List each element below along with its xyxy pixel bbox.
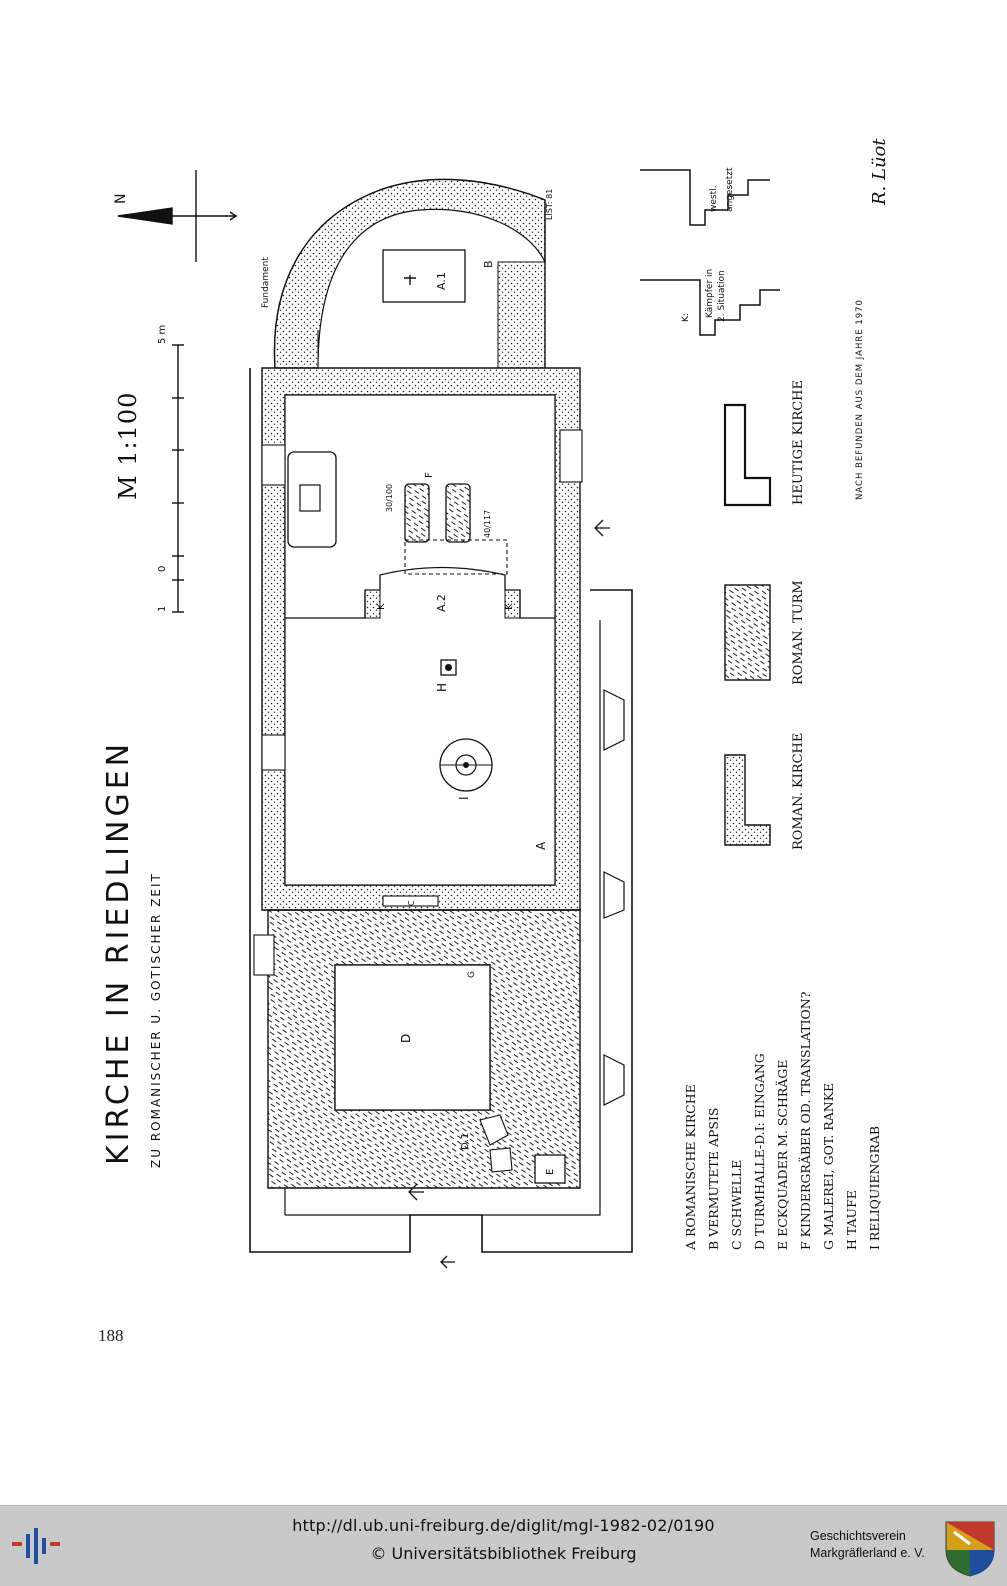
society-name: Geschichtsverein Markgräflerland e. V. [810,1528,930,1562]
profile-kampfer-1: Kämpfer in [705,269,715,318]
label-f-left: 30/100 [385,484,394,512]
legend-roman-tower-swatch [724,584,771,681]
label-a2: A.2 [435,594,448,612]
scale-start-label: 0 [157,566,168,572]
legend-present-church-swatch [723,403,772,507]
society-line-2: Markgräflerland e. V. [810,1546,925,1560]
source-note: NACH BEFUNDEN AUS DEM JAHRE 1970 [855,299,865,500]
label-d: D [399,1034,413,1043]
profile-westl-1: westl. [709,186,719,212]
viewer-footer: http://dl.ub.uni-freiburg.de/diglit/mgl-… [0,1505,1007,1586]
label-k2: K [504,603,515,610]
label-a1: A.1 [435,272,448,290]
legend-item-e: E ECKQUADER M. SCHRÄGE [774,1060,790,1250]
legend-key-present-church: HEUTIGE KIRCHE [791,380,806,505]
chancel-slab [287,451,337,548]
ub-freiburg-logo-icon [12,1528,60,1564]
profile-k-label: K: [681,313,691,322]
coat-of-arms-icon [945,1521,995,1577]
label-h: H [435,683,449,692]
label-d1: D.1 [460,1133,471,1150]
legend-key-roman-tower: ROMAN. TURM [791,580,806,685]
scale-label: M 1:100 [114,392,142,500]
profile-diagrams [640,169,780,336]
society-line-1: Geschichtsverein [810,1529,906,1543]
label-e: E [545,1169,556,1175]
scale-bar [172,344,184,613]
label-b: B [482,260,495,268]
label-f-right: 40/117 [483,510,492,538]
copyright-notice: © Universitätsbibliothek Freiburg [370,1544,637,1563]
reliquary-grave-i [439,738,493,792]
label-g: G [467,971,477,978]
scale-left-label: 1 [157,606,168,612]
legend-item-b: B VERMUTETE APSIS [706,1108,721,1250]
legend-item-i: I RELIQUIENGRAB [867,1126,882,1250]
document-url[interactable]: http://dl.ub.uni-freiburg.de/diglit/mgl-… [292,1516,715,1535]
fundament-label: Fundament [261,257,271,308]
legend-item-h: H TAUFE [844,1190,859,1250]
entrance-d1-stones [479,1114,513,1173]
corner-block-e [534,1154,566,1184]
church-floor-plan: KIRCHE IN RIEDLINGEN ZU ROMANISCHER U. G… [101,138,890,1269]
plan-subtitle: ZU ROMANISCHER U. GOTISCHER ZEIT [149,872,163,1168]
apse-wall [273,178,546,369]
legend-item-d: D TURMHALLE-D.I: EINGANG [752,1053,767,1250]
altar-a1 [382,249,466,303]
legend-roman-church-swatch [724,754,771,846]
children-graves [404,483,508,575]
page-number: 188 [98,1326,124,1345]
scanned-page: KIRCHE IN RIEDLINGEN ZU ROMANISCHER U. G… [98,137,890,1345]
north-label: N [113,194,129,204]
label-c: C [407,900,416,906]
plan-title: KIRCHE IN RIEDLINGEN [101,740,136,1165]
list-label: LIST: 81 [545,189,554,220]
label-a: A [534,841,548,850]
signature: R. Lüot [869,138,890,206]
profile-kampfer-2: 2. Situation [717,270,727,322]
legend-item-c: C SCHWELLE [729,1160,744,1250]
legend-item-a: A ROMANISCHE KIRCHE [683,1084,698,1251]
legend-item-g: G MALEREI, GOT. RANKE [821,1083,836,1250]
window-niches [603,689,625,1106]
north-arrow [117,170,238,262]
label-i: I [457,796,471,800]
legend-item-f: F KINDERGRÄBER OD. TRANSLATION? [797,991,813,1250]
legend-key-roman-church: ROMAN. KIRCHE [791,733,806,850]
label-f: F [424,472,435,478]
sill-c [382,895,439,907]
scale-end-label: 5 m [157,325,168,344]
label-k1: K [376,603,387,610]
profile-westl-2: angesetzt [725,167,735,212]
legend-list: A ROMANISCHE KIRCHE B VERMUTETE APSIS C … [683,991,882,1251]
